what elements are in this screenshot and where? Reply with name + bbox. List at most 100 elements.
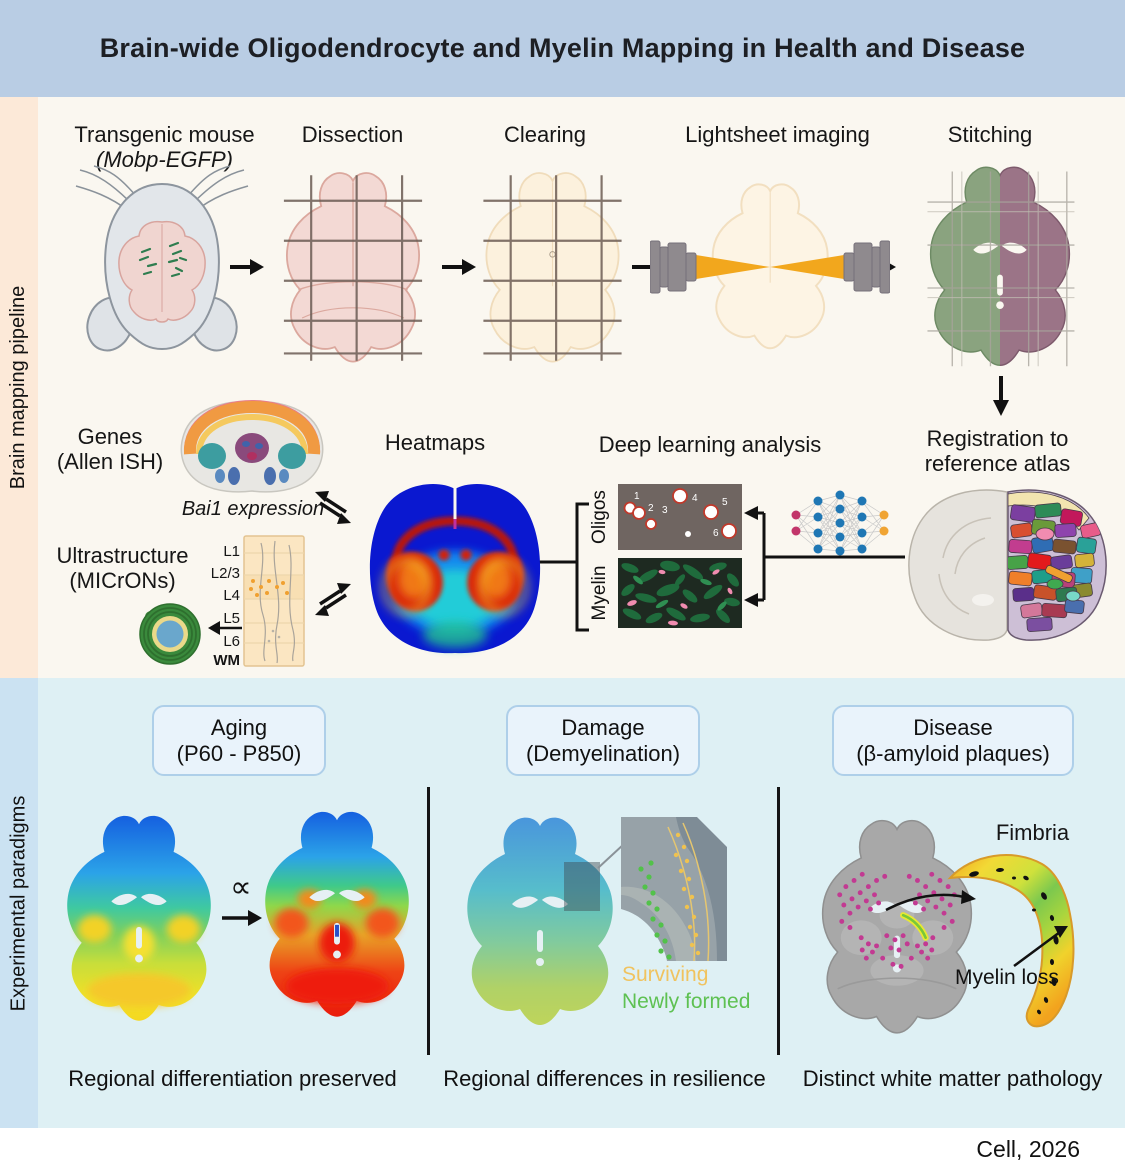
step-lightsheet-label: Lightsheet imaging [685, 122, 870, 147]
step-transgenic-mouse-label: Transgenic mouse [74, 122, 255, 147]
arrow-young-to-old [222, 910, 262, 926]
objective-lens-left [650, 240, 697, 294]
layer-label-l6: L6 [223, 633, 240, 650]
disease-header-box: Disease (β-amyloid plaques) [832, 705, 1074, 776]
oligo-count-numbers: 1 2 3 4 5 6 [634, 491, 728, 539]
aging-header-line2: (P60 - P850) [176, 740, 302, 766]
objective-lens-right [843, 240, 890, 294]
output-nodes [879, 510, 889, 536]
tile-grid-offset [927, 171, 1075, 367]
damage-header-line2: (Demyelination) [525, 740, 681, 766]
l4-cell-dots [249, 579, 289, 597]
arrow-myelin-loss [1013, 926, 1068, 968]
cortex-band-orange [183, 401, 253, 455]
arrow-stitching-to-registration [993, 376, 1009, 416]
myelinated-axon-cross-section [139, 603, 201, 665]
atlas-unlabeled-half [908, 489, 1008, 641]
aging-old-brain-heatmap [265, 811, 409, 1017]
paradigms-sidebar: Experimental paradigms [0, 678, 38, 1128]
registration-label-line2: reference atlas [924, 451, 1071, 476]
step-clearing-label: Clearing [504, 122, 586, 147]
layer-label-l4: L4 [223, 587, 240, 604]
aging-caption: Regional differentiation preserved [68, 1066, 397, 1091]
bidirectional-arrows-genes-heatmap [315, 491, 351, 524]
arrowhead-to-oligos [744, 506, 758, 520]
wire-grid [483, 175, 622, 361]
ventricles [868, 901, 926, 973]
hidden-nodes [813, 490, 867, 556]
coronal-heatmap-illustration [369, 483, 541, 654]
panel-divider-2 [777, 787, 780, 1055]
cortex-band-yellow [196, 414, 253, 455]
arrow-column-to-axon [208, 621, 242, 635]
arrow-brain-to-fimbria [885, 890, 976, 912]
cleared-brain-illustration [483, 172, 622, 363]
layer-label-l1: L1 [223, 543, 240, 560]
panel-divider-1 [427, 787, 430, 1055]
disease-brain-illustration [821, 819, 973, 1034]
disease-caption: Distinct white matter pathology [802, 1066, 1103, 1091]
svg-text:3: 3 [662, 505, 668, 516]
legend-surviving: Surviving [622, 963, 709, 986]
inset-connector-line [597, 843, 625, 869]
newly-formed-oligo-dots [638, 860, 672, 960]
stitching-brain-illustration [927, 166, 1075, 367]
figure-title: Brain-wide Oligodendrocyte and Myelin Ma… [99, 33, 1026, 63]
disease-header-line1: Disease [913, 714, 993, 740]
svg-text:1: 1 [634, 491, 640, 502]
layer-label-wm: WM [213, 652, 240, 669]
bidirectional-arrows-ultra-heatmap [315, 583, 351, 616]
arrow-mouse-to-dissection [230, 259, 264, 275]
deep-learning-label: Deep learning analysis [598, 432, 822, 457]
ventricles [512, 896, 568, 966]
pipeline-sidebar: Brain mapping pipeline [0, 97, 38, 678]
myelin-segmentation-panel [618, 558, 742, 628]
demyelination-inset-panel [621, 817, 727, 961]
myelin-debris-markers [627, 569, 733, 626]
aging-young-brain-heatmap [67, 815, 211, 1021]
wire-grid [283, 175, 423, 361]
transgenic-mouse-illustration [75, 165, 249, 352]
atlas-to-panels-connector [744, 506, 905, 607]
egfp-signal-marks [138, 241, 188, 278]
disease-header-line2: (β-amyloid plaques) [856, 740, 1050, 766]
layer-label-l5: L5 [223, 610, 240, 627]
damage-header-box: Damage (Demyelination) [506, 705, 700, 776]
svg-text:5: 5 [722, 497, 728, 508]
ventricles [111, 893, 167, 963]
fimbria-label: Fimbria [995, 820, 1070, 845]
tile-grid [927, 171, 1075, 367]
aging-header-line1: Aging [210, 714, 268, 740]
title-banner: Brain-wide Oligodendrocyte and Myelin Ma… [0, 0, 1125, 97]
lightsheet-imaging-illustration [650, 183, 890, 350]
ultrastructure-label-line2: (MICrONs) [69, 568, 176, 593]
aging-header-box: Aging (P60 - P850) [152, 705, 326, 776]
myelin-texture [621, 560, 740, 624]
pipeline-sidebar-label: Brain mapping pipeline [7, 285, 30, 490]
genes-label-line2: (Allen ISH) [56, 449, 164, 474]
imaged-brain [711, 183, 829, 350]
genes-label-line1: Genes [77, 424, 143, 449]
svg-text:6: 6 [713, 528, 719, 539]
dissection-brain-illustration [283, 172, 423, 363]
step-transgenic-mouse-genotype: (Mobp-EGFP) [96, 147, 233, 172]
proportional-symbol: ∝ [230, 871, 252, 904]
layer-label-l23: L2/3 [210, 565, 240, 582]
ultrastructure-label-line1: Ultrastructure [56, 543, 189, 568]
myelin-loss-spots [969, 867, 1059, 1015]
detected-oligodendrocytes [623, 488, 737, 539]
fimbria-heatmap-illustration [947, 854, 1075, 1028]
arrowhead-to-myelin [744, 593, 758, 607]
atlas-region-mosaic [1008, 491, 1102, 633]
axon-traces [259, 540, 296, 664]
light-sheet-beam-left [696, 255, 770, 279]
cortical-column-illustration [243, 535, 305, 667]
damage-inset-region-marker [564, 862, 600, 911]
registration-label-line1: Registration to [926, 426, 1069, 451]
damage-caption: Regional differences in resilience [443, 1066, 766, 1091]
grouping-bracket [575, 502, 589, 632]
damage-brain-heatmap [467, 817, 613, 1025]
svg-text:2: 2 [648, 503, 654, 514]
light-sheet-beam-right [770, 255, 844, 279]
